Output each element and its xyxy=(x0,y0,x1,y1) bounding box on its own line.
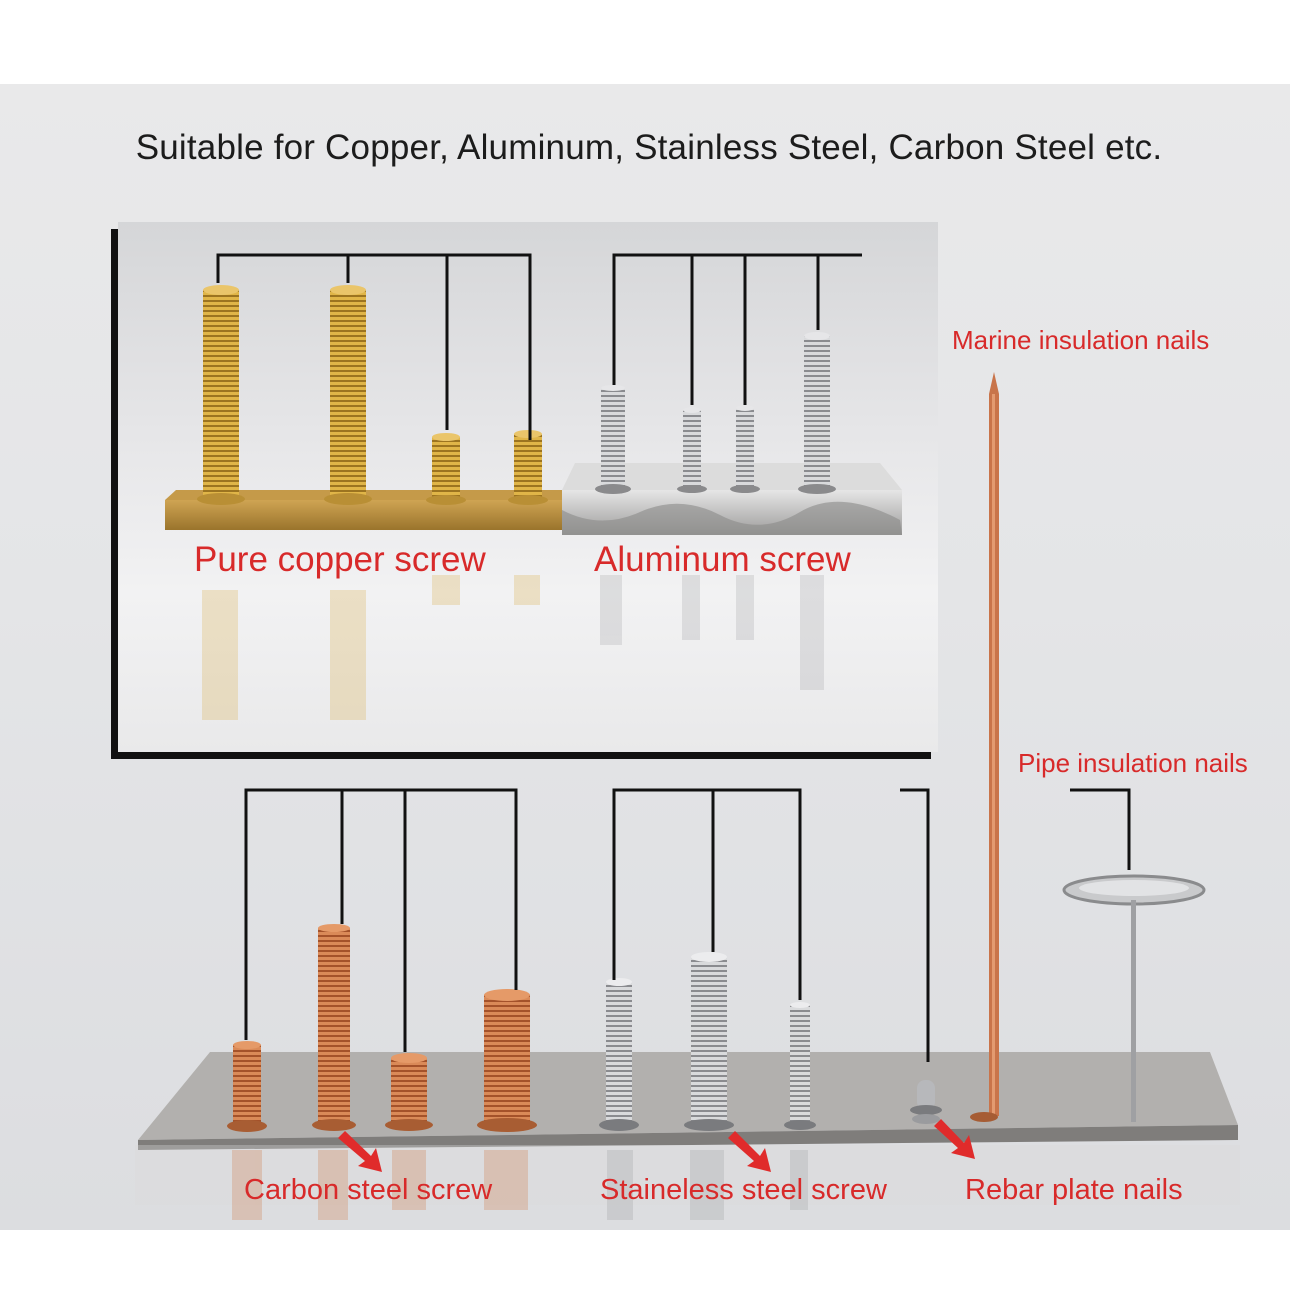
photo-reflections xyxy=(202,575,824,720)
red-arrows xyxy=(338,1119,975,1172)
label-carbon-steel-screw: Carbon steel screw xyxy=(244,1174,493,1206)
headline: Suitable for Copper, Aluminum, Stainless… xyxy=(135,128,1163,167)
brass-plate xyxy=(165,500,565,530)
carbon-steel-screws xyxy=(227,924,537,1132)
marine-insulation-nail xyxy=(970,372,999,1122)
pipe-insulation-nail xyxy=(1062,874,1206,1122)
pure-copper-screws xyxy=(197,285,548,505)
inset-callout-lines xyxy=(216,253,862,440)
label-rebar-plate-nails: Rebar plate nails xyxy=(965,1174,1183,1206)
arrow-carbon-icon xyxy=(338,1131,382,1172)
label-aluminum-screw: Aluminum screw xyxy=(594,540,851,579)
label-pure-copper-screw: Pure copper screw xyxy=(194,540,486,579)
label-marine-insulation-nails: Marine insulation nails xyxy=(952,325,1210,355)
rebar-plate-nail xyxy=(910,1080,942,1124)
lower-callout-lines xyxy=(244,788,1131,1062)
aluminum-screws xyxy=(595,332,836,494)
plate-reflections xyxy=(232,1150,808,1220)
label-pipe-insulation-nails: Pipe insulation nails xyxy=(1018,748,1248,778)
arrow-stainless-icon xyxy=(728,1131,771,1172)
label-stainless-steel-screw: Staineless steel screw xyxy=(600,1174,887,1206)
arrow-rebar-icon xyxy=(934,1119,975,1159)
